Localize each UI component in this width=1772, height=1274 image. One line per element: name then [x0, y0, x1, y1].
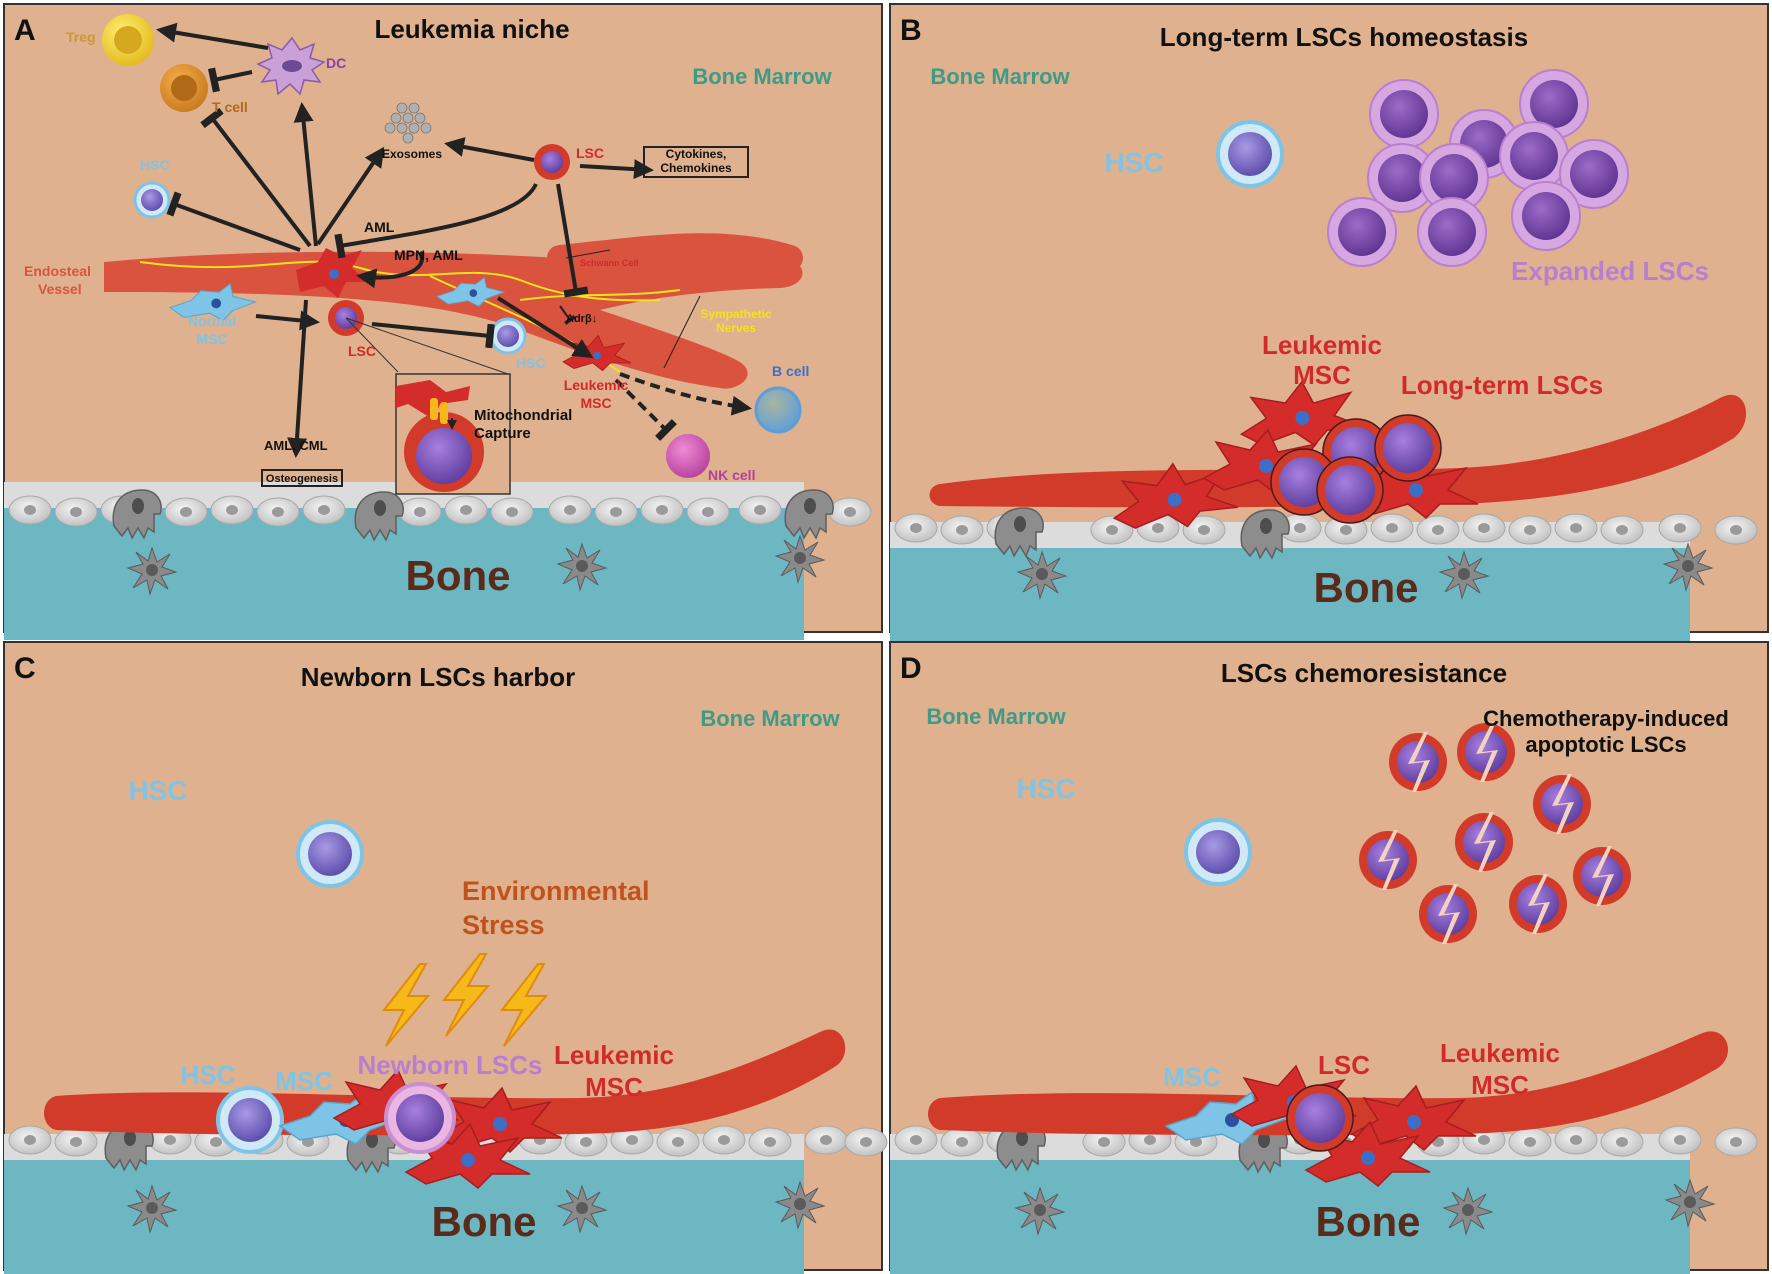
mpn-aml-label: MPN, AML [394, 247, 463, 263]
hsc-bottom-label: HSC [181, 1060, 236, 1090]
lsc-cell [534, 144, 570, 180]
aml-cml-label: AML, CML [264, 438, 328, 453]
bone-label: Bone [1316, 1198, 1421, 1245]
b-cell-label: B cell [772, 363, 809, 379]
long-term-lscs-label: Long-term LSCs [1401, 370, 1603, 400]
chemo-label-2: apoptotic LSCs [1525, 732, 1686, 757]
panel-letter: A [14, 14, 36, 47]
panel-d: D LSCs chemoresistance Bone Marrow HSC C… [889, 641, 1769, 1274]
leukemic-msc-label: Leukemic [1440, 1038, 1560, 1068]
hsc-cell [1216, 120, 1284, 188]
bone-marrow-label: Bone Marrow [692, 64, 832, 89]
mito-inset [345, 317, 511, 495]
panel-c: C Newborn LSCs harbor Bone Marrow HSC En… [3, 641, 888, 1274]
normal-msc-label-2: MSC [196, 331, 227, 347]
mito-label: Mitochondrial [474, 407, 572, 424]
hsc-cell [133, 181, 171, 219]
capture-label: Capture [474, 425, 531, 442]
lsc-mid-label: LSC [348, 343, 376, 359]
normal-msc-label: Normal [188, 313, 236, 329]
expanded-lscs-label: Expanded LSCs [1511, 256, 1709, 286]
panel-title: Long-term LSCs homeostasis [1160, 22, 1528, 52]
panel-b: B Long-term LSCs homeostasis Bone Marrow… [889, 3, 1769, 680]
adrb-label: Adrβ↓ [566, 313, 597, 325]
endosteal-label: Endosteal [24, 263, 91, 279]
leukemic-msc-label-2: MSC [585, 1072, 643, 1102]
newborn-lscs-label: Newborn LSCs [358, 1050, 543, 1080]
osteogenesis-label: Osteogenesis [266, 473, 338, 485]
vessel-label: Vessel [38, 281, 82, 297]
nerves-label: Nerves [716, 321, 756, 335]
hsc-cell [296, 820, 364, 888]
panel-a: A Leukemia niche Bone Marrow Bone Treg D… [3, 3, 883, 640]
leukemic-msc-label: Leukemic [1262, 330, 1382, 360]
t-cell-label: T cell [212, 99, 248, 115]
hsc-label: HSC [1104, 147, 1163, 178]
vessel-d [928, 1031, 1729, 1136]
hsc-mid-label: HSC [516, 355, 546, 371]
chemokines-label: Chemokines [660, 161, 732, 175]
stress-label: Environmental [462, 876, 650, 906]
hsc-label: HSC [128, 775, 187, 806]
nk-cell [666, 434, 710, 478]
arrows-a [156, 22, 654, 458]
bone-marrow-label: Bone Marrow [700, 706, 840, 731]
hsc-cell [489, 317, 527, 355]
panel-letter: D [900, 652, 922, 685]
b-cell [754, 386, 802, 434]
msc-label: MSC [1163, 1062, 1221, 1092]
bone-marrow-label: Bone Marrow [930, 64, 1070, 89]
lsc-label: LSC [576, 145, 604, 161]
msc-label: MSC [275, 1066, 333, 1096]
panel-title: Newborn LSCs harbor [301, 662, 575, 692]
schwann-label: Schwann Cell [580, 258, 639, 268]
long-term-lsc [1316, 456, 1384, 524]
hsc-label: HSC [140, 157, 170, 173]
treg-label: Treg [66, 29, 96, 45]
endosteal-vessel [104, 251, 803, 389]
cytokines-label: Cytokines, [666, 147, 727, 161]
lsc-label: LSC [1318, 1050, 1370, 1080]
bone-marrow-label: Bone Marrow [926, 704, 1066, 729]
aml-label: AML [364, 219, 395, 235]
bone-label: Bone [406, 552, 511, 599]
dc-cell [256, 36, 326, 96]
bone-label: Bone [432, 1198, 537, 1245]
leukemic-msc-label-2: MSC [1293, 360, 1351, 390]
sympathetic-label: Sympathetic [700, 307, 772, 321]
bone-label: Bone [1314, 564, 1419, 611]
panel-letter: C [14, 652, 36, 685]
leukemic-msc-label: Leukemic [564, 377, 629, 393]
exosomes-label: Exosomes [382, 147, 442, 161]
panel-title: LSCs chemoresistance [1221, 658, 1507, 688]
hsc-label: HSC [1016, 773, 1075, 804]
leukemic-msc-label-2: MSC [1471, 1070, 1529, 1100]
lsc-cell [1286, 1084, 1354, 1152]
leukemic-msc-label-2: MSC [580, 395, 611, 411]
vessel-b [929, 394, 1747, 508]
stress-label-2: Stress [462, 910, 545, 940]
long-term-lsc [1374, 414, 1442, 482]
dc-label: DC [326, 55, 346, 71]
nk-cell-label: NK cell [708, 467, 755, 483]
leukemic-msc-label: Leukemic [554, 1040, 674, 1070]
chemo-label: Chemotherapy-induced [1483, 706, 1729, 731]
hsc-cell [1184, 818, 1252, 886]
panel-letter: B [900, 14, 922, 47]
exosomes [384, 102, 432, 144]
panel-title: Leukemia niche [374, 14, 569, 44]
